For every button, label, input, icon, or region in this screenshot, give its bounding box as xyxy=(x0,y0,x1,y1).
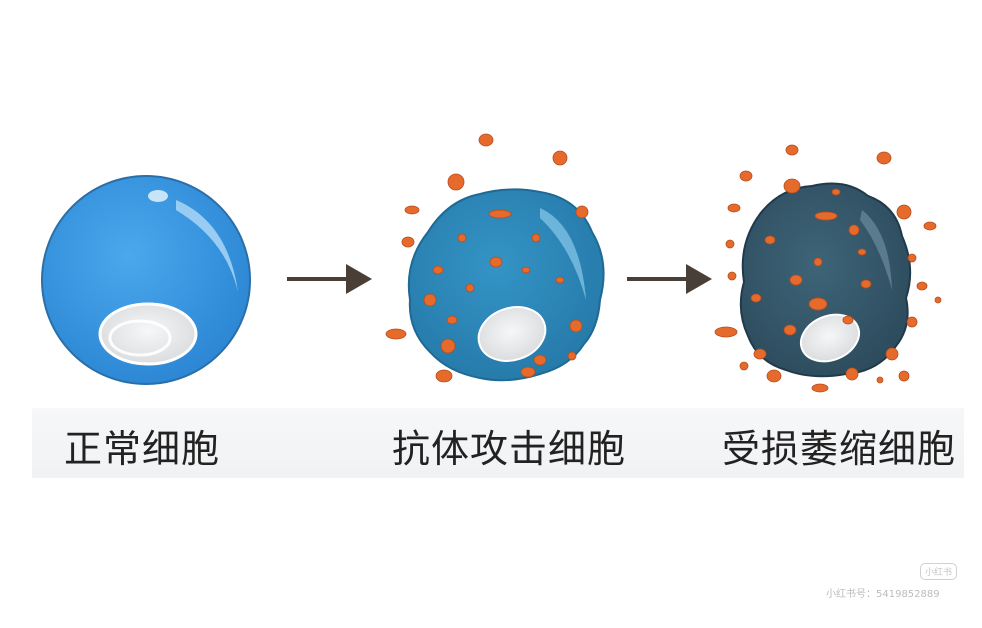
antibody-dot xyxy=(814,211,838,221)
arrow-icon xyxy=(287,264,372,294)
antibody-dot xyxy=(842,315,854,325)
antibody-dot xyxy=(714,326,738,338)
stage-label-attacked: 抗体攻击细胞 xyxy=(392,427,627,471)
antibody-dot xyxy=(432,265,444,275)
antibody-dot xyxy=(845,367,859,381)
antibody-dot xyxy=(898,370,910,382)
damaged-cell xyxy=(739,182,912,378)
watermark-logo: 小红书 xyxy=(920,563,958,580)
antibody-dot xyxy=(896,204,912,220)
stage-label-normal: 正常细胞 xyxy=(64,427,221,471)
antibody-dot xyxy=(385,328,407,340)
antibody-dot xyxy=(857,248,867,256)
antibody-dot xyxy=(860,279,872,289)
antibody-particles-damaged xyxy=(714,144,942,393)
antibody-dot xyxy=(465,283,475,293)
antibody-dot xyxy=(531,233,541,243)
antibody-dot xyxy=(725,239,735,249)
antibody-dot xyxy=(783,178,801,194)
antibody-dot xyxy=(478,133,494,147)
antibody-dot xyxy=(575,205,589,219)
antibody-dot xyxy=(783,324,797,336)
cell-highlight xyxy=(540,208,586,300)
arrow-icon xyxy=(627,264,712,294)
antibody-dot xyxy=(831,188,841,196)
antibody-dot xyxy=(555,276,565,284)
antibody-dot xyxy=(848,224,860,236)
attacked-cell xyxy=(407,188,605,382)
antibody-dot xyxy=(533,354,547,366)
cell-shine xyxy=(148,190,168,202)
antibody-dot xyxy=(876,151,892,165)
antibody-dot xyxy=(457,233,467,243)
antibody-dot xyxy=(404,205,420,215)
antibody-dot xyxy=(789,274,803,286)
caption-band xyxy=(32,408,964,478)
antibody-dot xyxy=(766,369,782,383)
cell-nucleus xyxy=(98,302,198,366)
antibody-dot xyxy=(907,253,917,263)
antibody-dot xyxy=(440,338,456,354)
antibody-dot xyxy=(567,351,577,361)
watermark-id: 小红书号：5419852889 xyxy=(826,589,940,600)
antibody-dot xyxy=(489,256,503,268)
antibody-dot xyxy=(446,315,458,325)
antibody-dot xyxy=(753,348,767,360)
antibody-dot xyxy=(569,319,583,333)
antibody-dot xyxy=(885,347,899,361)
antibody-dot xyxy=(521,266,531,274)
antibody-dot xyxy=(727,203,741,213)
antibody-dot xyxy=(423,293,437,307)
antibody-dot xyxy=(876,376,884,384)
antibody-dot xyxy=(808,297,828,311)
antibody-dot xyxy=(916,281,928,291)
antibody-dot xyxy=(552,150,568,166)
antibody-dot xyxy=(813,257,823,267)
cell-highlight xyxy=(176,200,238,292)
antibody-dot xyxy=(739,170,753,182)
antibody-dot xyxy=(764,235,776,245)
cell-nucleus xyxy=(477,306,547,362)
cell-nucleus xyxy=(799,313,861,363)
antibody-dot xyxy=(447,173,465,191)
antibody-particles-attack xyxy=(385,133,589,383)
antibody-dot xyxy=(727,271,737,281)
antibody-dot xyxy=(811,383,829,393)
antibody-dot xyxy=(488,209,512,219)
cell-highlight xyxy=(860,210,892,290)
antibody-dot xyxy=(906,316,918,328)
antibody-dot xyxy=(934,296,942,304)
antibody-dot xyxy=(923,221,937,231)
stage-label-damaged: 受损萎缩细胞 xyxy=(722,427,957,471)
antibody-dot xyxy=(750,293,762,303)
antibody-dot xyxy=(739,361,749,371)
antibody-dot xyxy=(520,366,536,378)
antibody-dot xyxy=(435,369,453,383)
normal-cell xyxy=(41,175,251,385)
antibody-dot xyxy=(785,144,799,156)
antibody-dot xyxy=(401,236,415,248)
